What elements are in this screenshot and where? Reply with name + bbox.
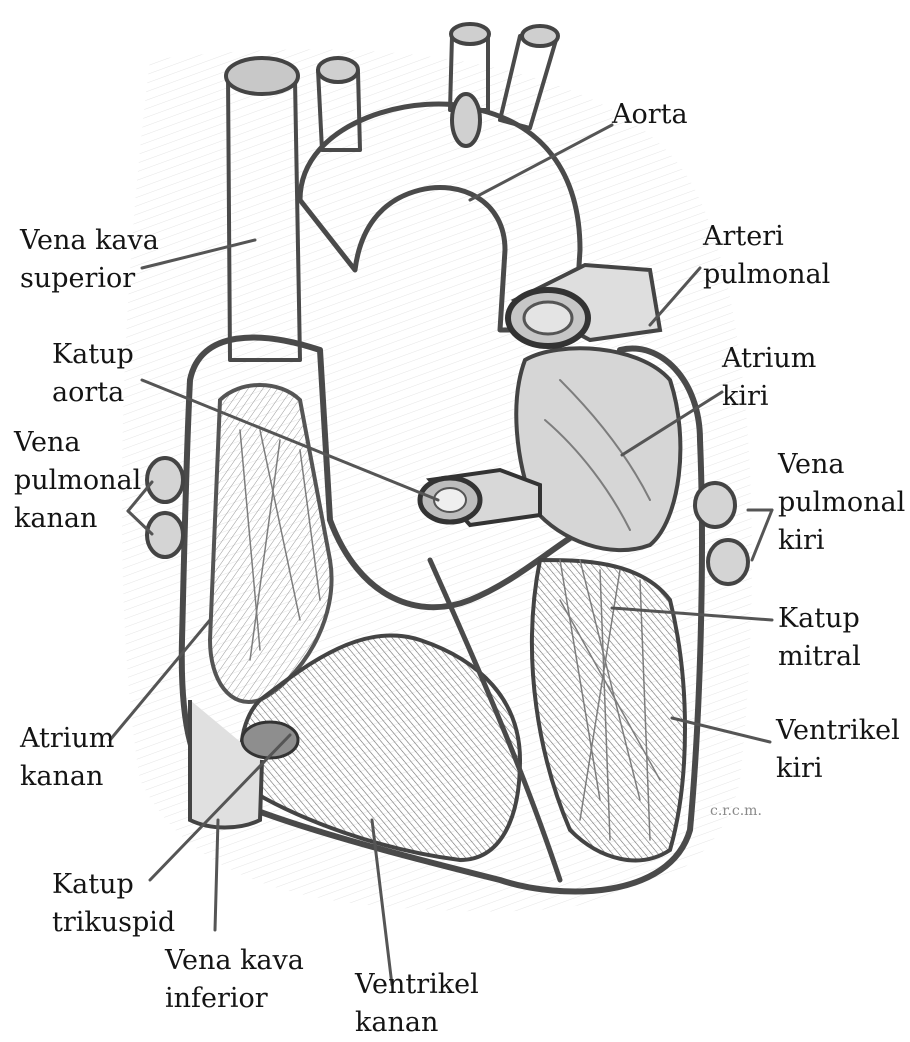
aortic-valve-shape: [420, 470, 540, 525]
aorta-cut-ellipse: [452, 94, 480, 146]
label-atrium-kiri: Atrium kiri: [722, 340, 816, 416]
label-katup-mitral: Katup mitral: [778, 600, 861, 676]
label-vena-pulmonal-kiri: Vena pulmonal kiri: [778, 446, 905, 560]
label-vena-pulmonal-kanan: Vena pulmonal kanan: [14, 424, 141, 538]
label-vena-kava-superior: Vena kava superior: [20, 222, 159, 298]
label-atrium-kanan: Atrium kanan: [20, 720, 114, 796]
label-aorta: Aorta: [612, 96, 688, 134]
label-katup-trikuspid: Katup trikuspid: [52, 866, 175, 942]
label-ventrikel-kiri: Ventrikel kiri: [776, 712, 900, 788]
label-katup-aorta: Katup aorta: [52, 336, 134, 412]
label-vena-kava-inferior: Vena kava inferior: [165, 942, 304, 1018]
tricuspid-valve-shape: [242, 722, 298, 758]
label-ventrikel-kanan: Ventrikel kanan: [355, 966, 479, 1042]
artist-signature: c.r.c.m.: [710, 803, 762, 819]
label-arteri-pulmonal: Arteri pulmonal: [703, 218, 830, 294]
